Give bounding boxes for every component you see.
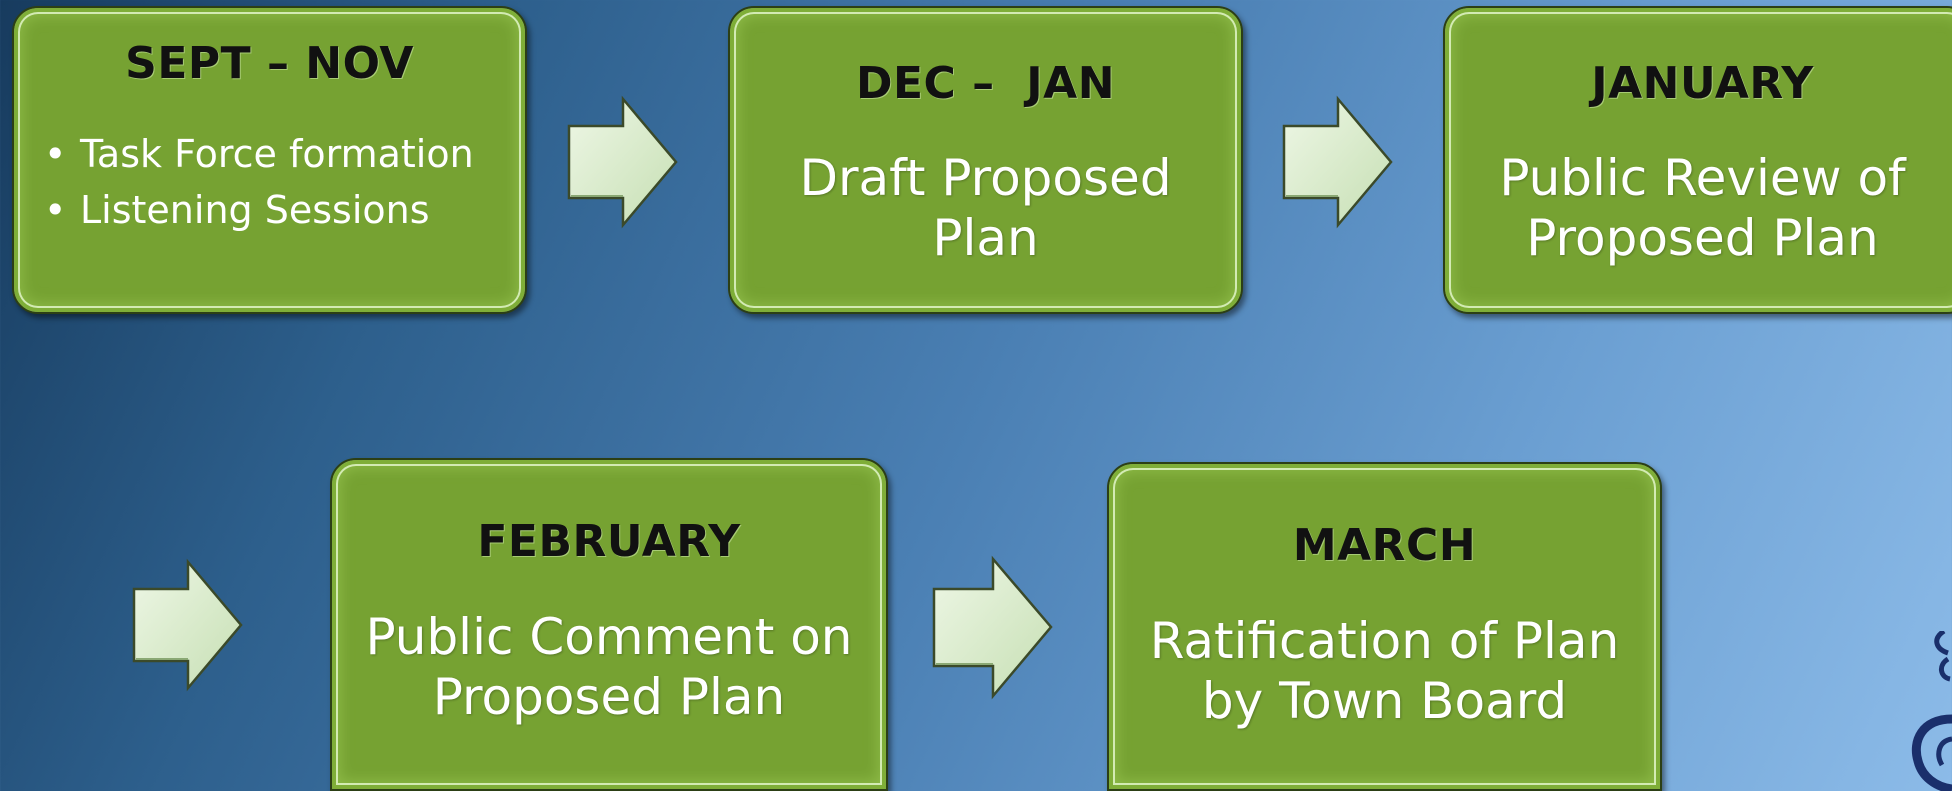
description-line: Plan — [932, 209, 1039, 267]
bullet-item: •Task Force formation — [44, 126, 474, 182]
step-title: FEBRUARY — [477, 516, 741, 567]
right-arrow-icon — [567, 95, 678, 229]
right-arrow-icon — [932, 555, 1053, 700]
description-line: Draft Proposed — [799, 149, 1172, 207]
description-line: Proposed Plan — [1526, 209, 1879, 267]
step-sept-nov: SEPT – NOV •Task Force formation •Listen… — [12, 6, 527, 314]
description-line: Public Comment on — [365, 608, 853, 666]
description-line: by Town Board — [1201, 672, 1568, 730]
step-march: MARCH Ratification of Plan by Town Board — [1107, 462, 1662, 791]
bullet-icon: • — [44, 132, 67, 176]
right-arrow-icon — [132, 558, 243, 692]
step-bullet-list: •Task Force formation •Listening Session… — [44, 126, 474, 238]
description-line: Ratification of Plan — [1149, 612, 1620, 670]
step-description: Ratification of Plan by Town Board — [1109, 611, 1660, 731]
bullet-item: •Listening Sessions — [44, 182, 474, 238]
description-line: Proposed Plan — [432, 668, 786, 726]
right-arrow-icon — [1282, 95, 1393, 229]
bullet-icon: • — [44, 188, 67, 232]
step-title: DEC – JAN — [855, 58, 1116, 109]
step-title: SEPT – NOV — [125, 38, 414, 89]
step-description: Draft Proposed Plan — [730, 148, 1241, 268]
step-january: JANUARY Public Review of Proposed Plan — [1443, 6, 1952, 314]
decorative-swirl-icon — [1911, 631, 1952, 791]
step-title: JANUARY — [1591, 58, 1814, 109]
step-title: MARCH — [1292, 520, 1477, 571]
step-description: Public Comment on Proposed Plan — [332, 607, 886, 727]
step-description: Public Review of Proposed Plan — [1445, 148, 1952, 268]
description-line: Public Review of — [1499, 149, 1906, 207]
step-dec-jan: DEC – JAN Draft Proposed Plan — [728, 6, 1243, 314]
step-february: FEBRUARY Public Comment on Proposed Plan — [330, 458, 888, 791]
